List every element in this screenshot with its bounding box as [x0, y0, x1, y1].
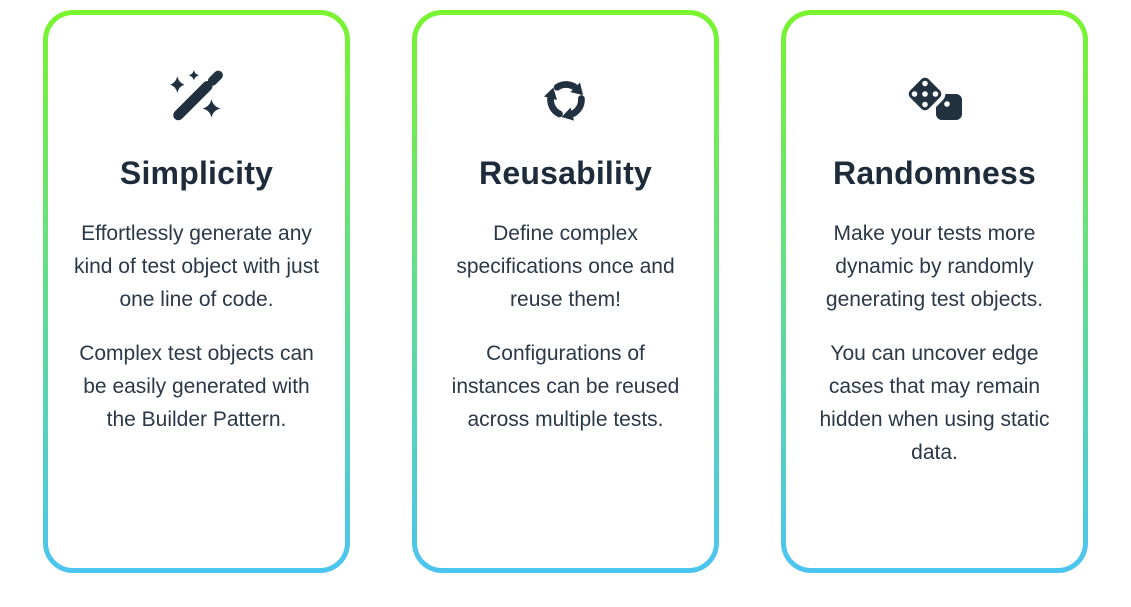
card-paragraph: Effortlessly generate any kind of test o…	[73, 222, 320, 311]
card-body: Simplicity Effortlessly generate any kin…	[48, 15, 345, 568]
card-paragraph: You can uncover edge cases that may rema…	[819, 342, 1050, 464]
recycle-icon	[441, 65, 690, 129]
card-title: Reusability	[479, 155, 652, 191]
feature-card-randomness: Randomness Make your tests more dynamic …	[781, 10, 1088, 573]
card-body: Randomness Make your tests more dynamic …	[786, 15, 1083, 568]
card-paragraph: Make your tests more dynamic by randomly…	[825, 222, 1044, 311]
card-title: Simplicity	[119, 155, 274, 191]
card-title: Randomness	[833, 155, 1036, 191]
feature-card-simplicity: Simplicity Effortlessly generate any kin…	[43, 10, 350, 573]
card-paragraph: Configurations of instances can be reuse…	[451, 342, 680, 431]
card-body: Reusability Define complex specification…	[417, 15, 714, 568]
feature-card-reusability: Reusability Define complex specification…	[412, 10, 719, 573]
card-paragraph: Complex test objects can be easily gener…	[79, 342, 314, 431]
magic-wand-sparkles-icon	[72, 65, 321, 129]
dice-icon	[810, 65, 1059, 129]
feature-cards-row: Simplicity Effortlessly generate any kin…	[43, 10, 1088, 573]
card-paragraph: Define complex specifications once and r…	[456, 222, 675, 311]
